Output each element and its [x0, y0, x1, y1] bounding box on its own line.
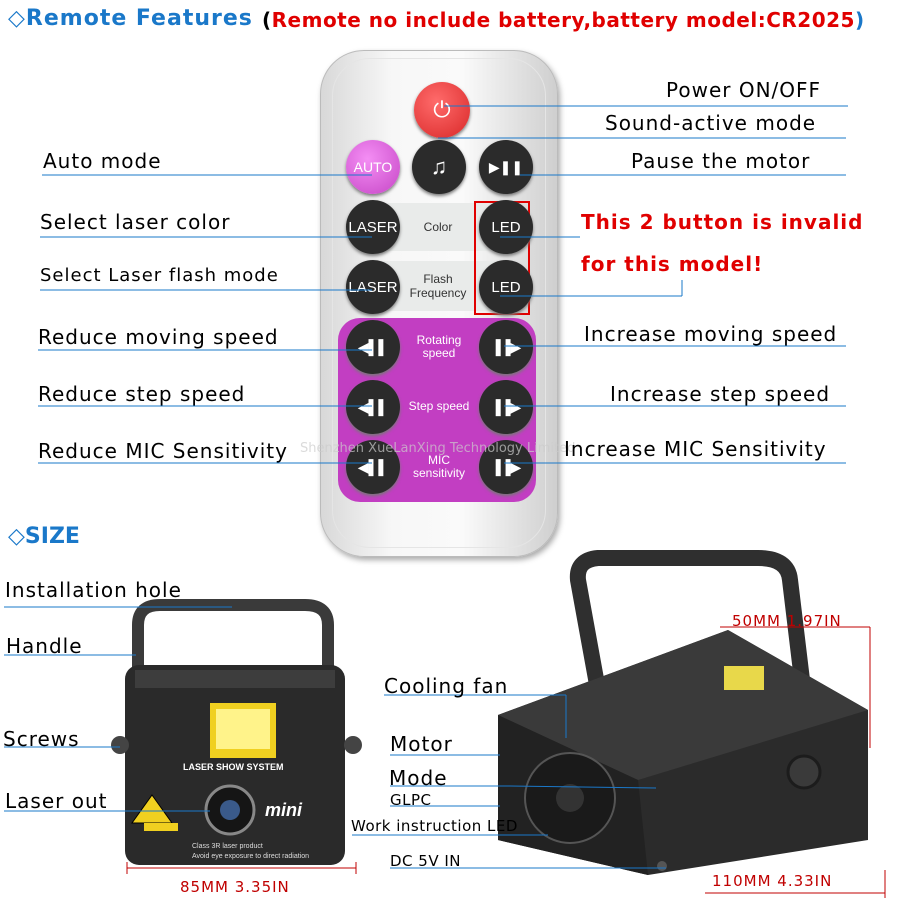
- rotating-label-line2: speed: [422, 346, 456, 360]
- callout-invalid-line1: This 2 button is invalid: [581, 210, 864, 234]
- rotating-label-line1: Rotating: [416, 333, 462, 347]
- remote-callout-lines: [38, 105, 848, 464]
- front-warning-text: Avoid eye exposure to direct radiation: [192, 853, 309, 860]
- auto-button[interactable]: AUTO: [346, 140, 400, 194]
- callout-increase-step: Increase step speed: [610, 382, 831, 406]
- led-flash-button[interactable]: LED: [479, 260, 533, 314]
- callout-invalid-line2: for this model!: [581, 252, 764, 276]
- callout-increase-mic: Increase MIC Sensitivity: [564, 437, 827, 461]
- remote-bevel: [332, 58, 546, 548]
- flash-label-line1: Flash: [423, 272, 453, 286]
- front-class-text: Class 3R laser product: [192, 843, 263, 850]
- remote-features-title: ◇Remote Features: [8, 6, 253, 31]
- callout-reduce-step: Reduce step speed: [38, 382, 246, 406]
- label-handle: Handle: [6, 634, 83, 658]
- note-close-paren: ): [854, 8, 865, 32]
- note-open-paren: (: [262, 8, 272, 32]
- label-motor: Motor: [390, 732, 453, 756]
- reduce-moving-speed-button[interactable]: ◀▌▌: [346, 320, 400, 374]
- label-glpc: GLPC: [390, 791, 432, 809]
- callout-flash-mode: Select Laser flash mode: [40, 265, 279, 286]
- size-title: ◇SIZE: [8, 524, 80, 549]
- dim-front-width: 85MM 3.35IN: [180, 878, 290, 896]
- dim-back-height: 50MM 1.97IN: [732, 612, 842, 630]
- pause-button[interactable]: ▶❚❚: [479, 140, 533, 194]
- mic-label-line1: MIC: [428, 453, 450, 467]
- front-brand-text: mini: [265, 800, 303, 820]
- dim-back-length: 110MM 4.33IN: [712, 872, 833, 890]
- increase-moving-speed-button[interactable]: ▐▐▶: [479, 320, 533, 374]
- flash-label-line2: Frequency: [409, 286, 467, 300]
- label-laser-out: Laser out: [5, 789, 108, 813]
- label-screws: Screws: [3, 727, 80, 751]
- watermark: Shenzhen XueLanXing Technology Limited: [300, 441, 576, 456]
- sound-active-button[interactable]: ♫: [412, 140, 466, 194]
- callout-laser-color: Select laser color: [40, 210, 231, 234]
- size-callout-lines: [4, 606, 886, 898]
- step-speed-label: Step speed: [408, 399, 470, 413]
- led-color-button[interactable]: LED: [479, 200, 533, 254]
- label-work-led: Work instruction LED: [351, 817, 518, 835]
- callout-reduce-move: Reduce moving speed: [38, 325, 279, 349]
- battery-note: (Remote no include battery,battery model…: [262, 8, 865, 32]
- laser-color-button[interactable]: LASER: [346, 200, 400, 254]
- callout-reduce-mic: Reduce MIC Sensitivity: [38, 439, 288, 463]
- callout-sound: Sound-active mode: [605, 111, 817, 135]
- color-label: Color: [423, 220, 453, 234]
- power-button[interactable]: ⏻: [414, 82, 470, 138]
- battery-note-text: Remote no include battery,battery model:…: [271, 8, 855, 32]
- callout-power: Power ON/OFF: [666, 78, 822, 102]
- label-dc-in: DC 5V IN: [390, 852, 462, 870]
- callout-increase-move: Increase moving speed: [584, 322, 838, 346]
- front-device: [111, 599, 362, 865]
- laser-flash-button[interactable]: LASER: [346, 260, 400, 314]
- label-installation-hole: Installation hole: [5, 578, 182, 602]
- increase-step-speed-button[interactable]: ▐▐▶: [479, 380, 533, 434]
- front-system-text: LASER SHOW SYSTEM: [183, 762, 284, 772]
- label-cooling-fan: Cooling fan: [384, 674, 509, 698]
- label-mode: Mode: [389, 766, 448, 790]
- callout-pause: Pause the motor: [631, 149, 811, 173]
- callout-auto: Auto mode: [43, 149, 162, 173]
- mic-label-line2: sensitivity: [412, 466, 465, 480]
- back-device: [498, 550, 868, 875]
- reduce-step-speed-button[interactable]: ◀▌▌: [346, 380, 400, 434]
